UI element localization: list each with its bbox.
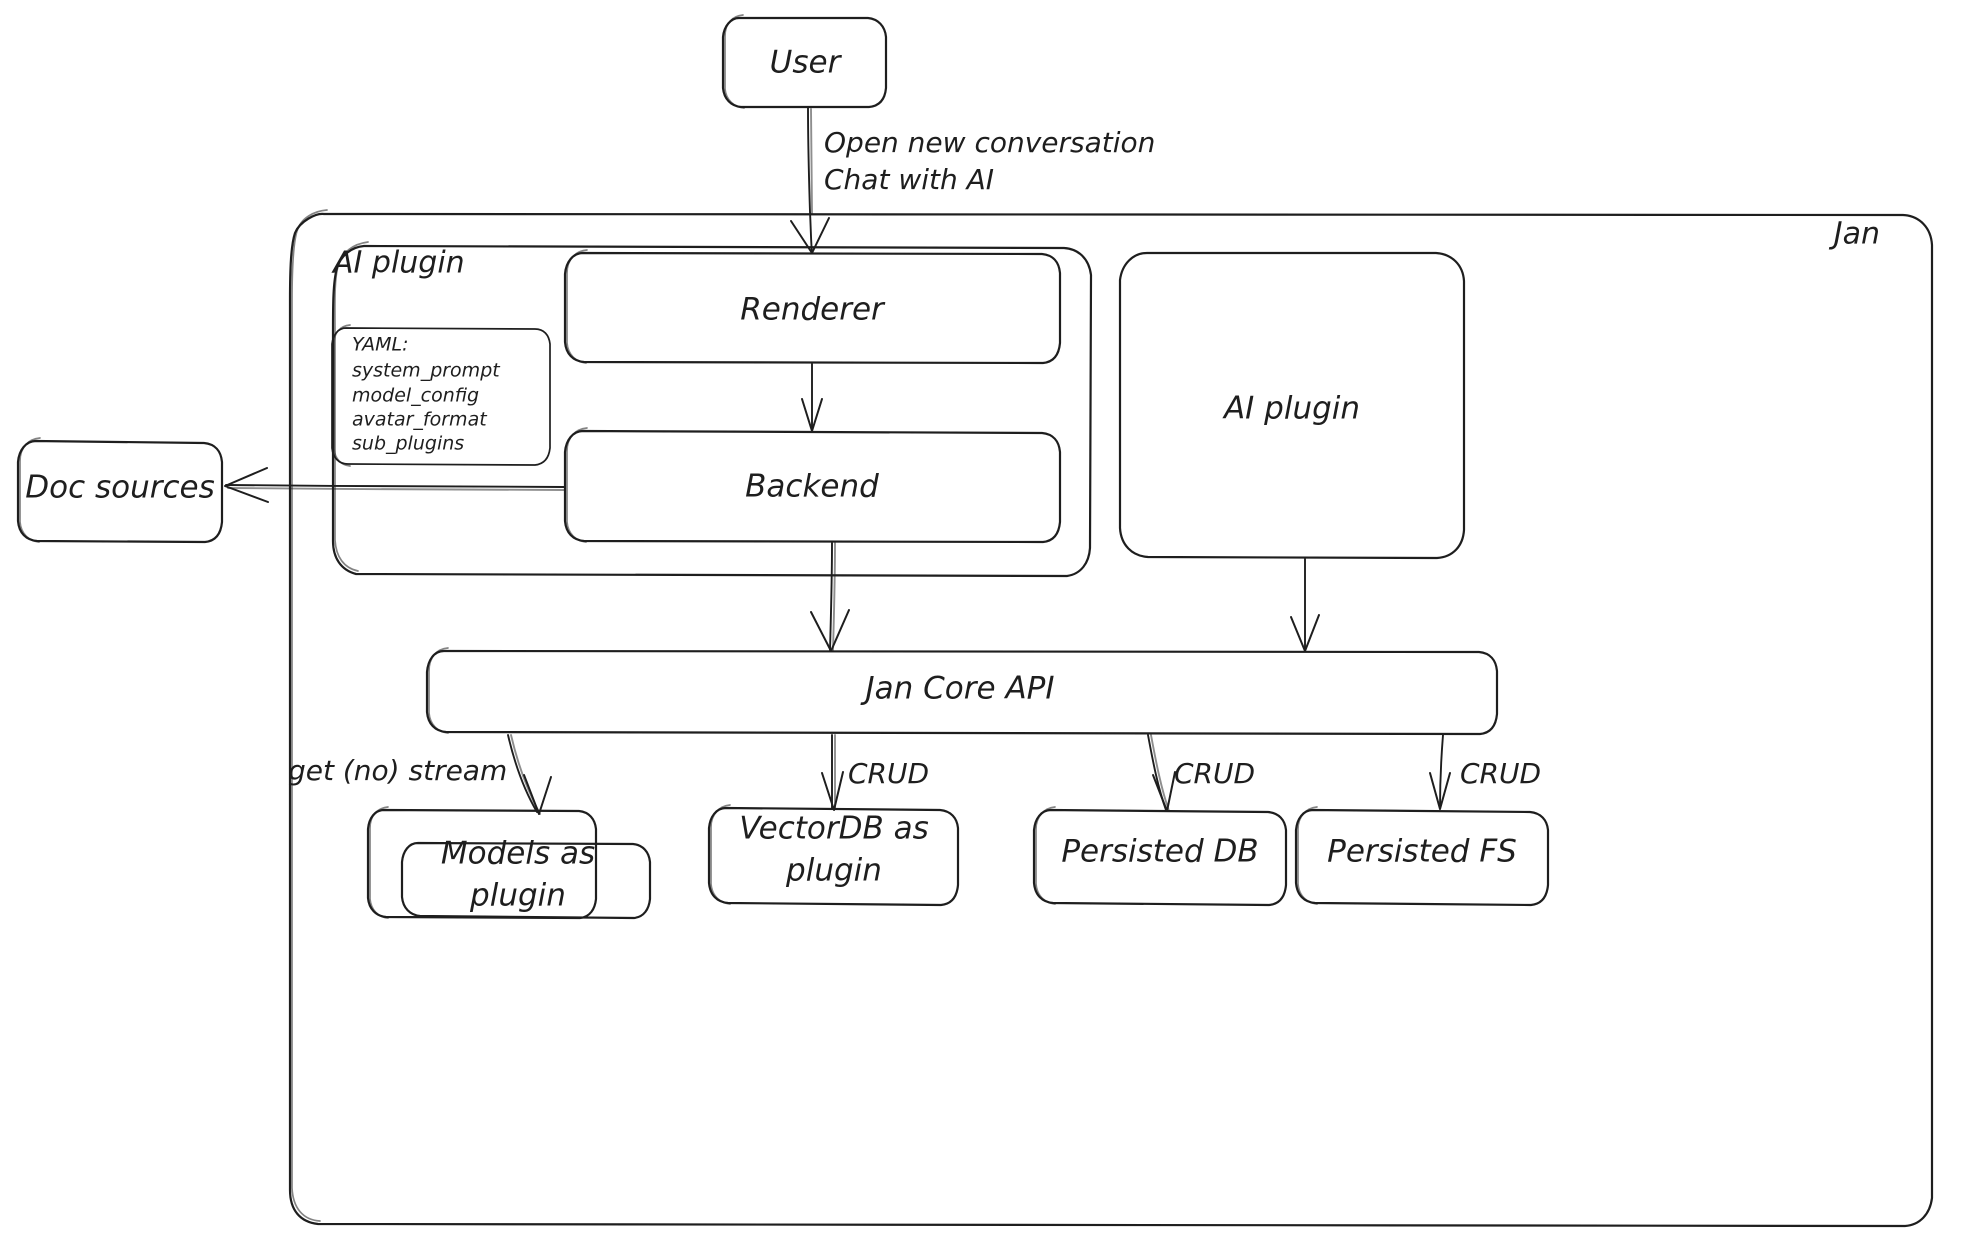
renderer-label: Renderer <box>740 292 886 328</box>
edge-ai-plugin-to-jan-core-api <box>1290 558 1320 652</box>
user-box-shape[interactable] <box>721 14 888 109</box>
persisted-db-label: Persisted DB <box>1061 834 1258 870</box>
yaml-card-line-1: model_config <box>352 385 479 407</box>
models-plugin-label-line2: plugin <box>469 878 566 914</box>
yaml-card-line-3: sub_plugins <box>352 433 464 455</box>
edge-label-crud-persisted-fs: CRUD <box>1460 757 1541 790</box>
edge-jan-core-api-to-persisted-fs <box>1429 734 1451 810</box>
edge-jan-core-api-to-models <box>507 734 552 815</box>
persisted-fs-box-shape[interactable] <box>1294 806 1550 907</box>
yaml-card-line-0: system_prompt <box>352 360 501 382</box>
yaml-card-title: YAML: <box>352 334 409 356</box>
ai-plugin-right-box-shape[interactable] <box>1118 251 1466 560</box>
jan-container-label: Jan <box>1829 217 1880 252</box>
edge-label-chat-with-ai: Chat with AI <box>824 163 994 196</box>
edge-label-open-new-conversation: Open new conversation <box>824 126 1155 159</box>
persisted-fs-label: Persisted FS <box>1327 834 1517 870</box>
models-plugin-box-shape[interactable] <box>400 841 652 920</box>
jan-core-api-label: Jan Core API <box>860 671 1055 707</box>
edge-backend-to-jan-core-api <box>810 542 850 652</box>
doc-sources-label: Doc sources <box>25 470 215 506</box>
edge-backend-to-doc-sources <box>224 467 565 503</box>
jan-core-api-box-shape[interactable] <box>425 647 1499 736</box>
ai-plugin-group-shape[interactable] <box>331 241 1093 578</box>
edge-jan-core-api-to-vectordb <box>821 734 844 811</box>
vectordb-plugin-label-line1: VectorDB as <box>739 811 929 847</box>
edge-label-get-no-stream: get (no) stream <box>288 754 507 787</box>
edge-jan-core-api-to-persisted-db <box>1147 734 1176 812</box>
vectordb-plugin-label-line2: plugin <box>785 853 882 889</box>
ai-plugin-group-label: AI plugin <box>331 246 465 281</box>
vectordb-plugin-box-shape[interactable] <box>707 804 960 907</box>
ai-plugin-right-label: AI plugin <box>1222 391 1360 427</box>
edge-renderer-to-backend <box>801 363 823 432</box>
doc-sources-box-shape[interactable] <box>16 437 224 544</box>
renderer-box-shape[interactable] <box>563 249 1062 365</box>
jan-container-shape[interactable] <box>288 209 1934 1228</box>
edge-label-crud-vectordb: CRUD <box>848 757 929 790</box>
user-label: User <box>770 45 843 81</box>
persisted-db-box-shape[interactable] <box>1032 806 1288 907</box>
backend-label: Backend <box>745 469 879 505</box>
yaml-card-shape[interactable] <box>331 324 551 467</box>
edge-user-to-renderer <box>790 107 830 254</box>
edge-label-crud-persisted-db: CRUD <box>1174 757 1255 790</box>
backend-box-shape[interactable] <box>563 427 1062 544</box>
yaml-card-line-2: avatar_format <box>352 409 488 431</box>
models-plugin-label-line1: Models as <box>441 836 595 872</box>
